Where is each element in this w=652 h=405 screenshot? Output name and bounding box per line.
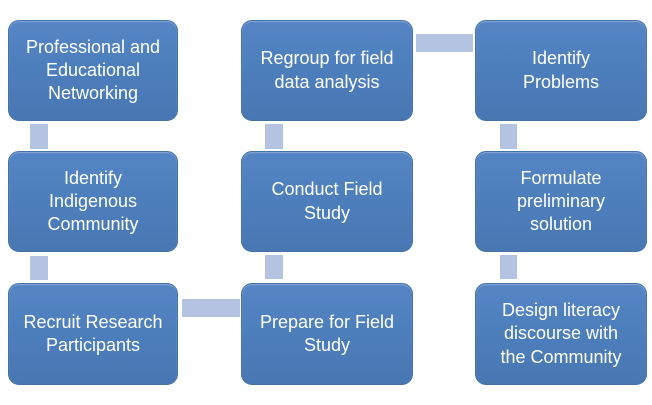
connector-identify-community-to-recruit: [30, 256, 48, 280]
connector-networking-to-identify-community: [30, 124, 48, 149]
step-label: Conduct Field Study: [271, 179, 383, 223]
step-identify-indigenous-community: Identify Indigenous Community: [8, 151, 178, 252]
step-conduct-field-study: Conduct Field Study: [241, 151, 413, 252]
connector-conduct-to-prepare: [265, 255, 283, 279]
connector-formulate-to-design-literacy: [500, 255, 517, 279]
connector-regroup-to-conduct: [265, 124, 283, 149]
step-recruit-research-participants: Recruit Research Participants: [8, 283, 178, 385]
step-label: Formulate preliminary solution: [516, 167, 606, 235]
step-regroup-for-field-data-analysis: Regroup for field data analysis: [241, 20, 413, 121]
step-formulate-preliminary-solution: Formulate preliminary solution: [475, 151, 647, 252]
step-professional-educational-networking: Professional and Educational Networking: [8, 20, 178, 121]
step-label: Identify Problems: [522, 48, 600, 92]
step-label: Prepare for Field Study: [259, 311, 395, 355]
step-identify-problems: Identify Problems: [475, 20, 647, 121]
step-design-literacy-discourse: Design literacy discourse with the Commu…: [475, 283, 647, 385]
step-label: Recruit Research Participants: [23, 311, 163, 355]
connector-identify-problems-to-formulate: [500, 124, 517, 149]
step-label: Design literacy discourse with the Commu…: [500, 300, 622, 367]
step-label: Identify Indigenous Community: [47, 167, 139, 235]
connector-regroup-to-identify-problems: [416, 34, 473, 52]
step-label: Regroup for field data analysis: [260, 48, 394, 92]
step-prepare-for-field-study: Prepare for Field Study: [241, 283, 413, 385]
connector-recruit-to-prepare: [182, 299, 240, 317]
step-label: Professional and Educational Networking: [25, 36, 161, 104]
